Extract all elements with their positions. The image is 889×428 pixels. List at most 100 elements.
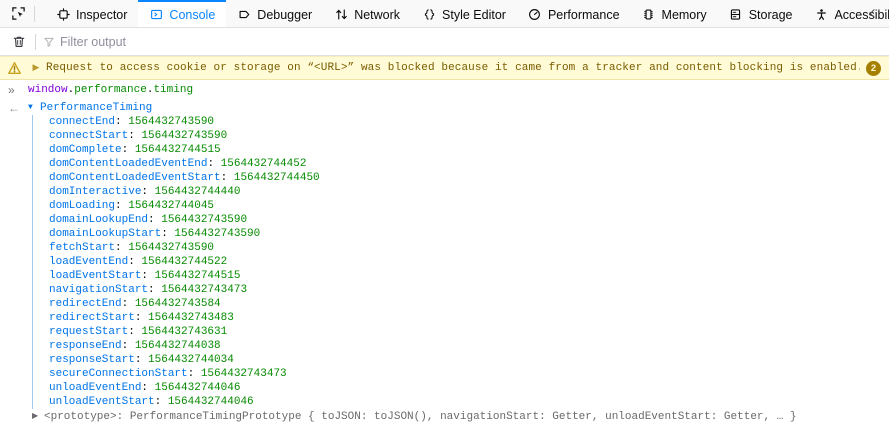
- object-type-name: PerformanceTiming: [40, 102, 153, 114]
- property-row[interactable]: domContentLoadedEventEnd: 1564432744452: [49, 157, 881, 171]
- property-row[interactable]: domComplete: 1564432744515: [49, 143, 881, 157]
- console-message-result[interactable]: ← ▼ PerformanceTiming connectEnd: 156443…: [0, 99, 889, 428]
- property-row[interactable]: domainLookupEnd: 1564432743590: [49, 213, 881, 227]
- property-value: 1564432744046: [167, 396, 254, 408]
- tab-label: Storage: [748, 7, 793, 22]
- console-message-input[interactable]: » window.performance.timing: [0, 80, 889, 99]
- property-separator: :: [115, 116, 129, 128]
- property-row[interactable]: responseEnd: 1564432744038: [49, 339, 881, 353]
- property-row[interactable]: fetchStart: 1564432743590: [49, 241, 881, 255]
- property-value: 1564432743473: [161, 284, 248, 296]
- tab-network[interactable]: Network: [323, 0, 411, 27]
- filter-input[interactable]: [60, 34, 300, 49]
- property-row[interactable]: requestStart: 1564432743631: [49, 325, 881, 339]
- property-key: loadEventEnd: [49, 256, 129, 268]
- console-output: ▶ Request to access cookie or storage on…: [0, 56, 889, 428]
- property-value: 1564432743631: [141, 326, 228, 338]
- tab-label: Inspector: [76, 7, 128, 22]
- property-separator: :: [148, 214, 162, 226]
- property-row[interactable]: unloadEventEnd: 1564432744046: [49, 381, 881, 395]
- property-key: redirectEnd: [49, 298, 122, 310]
- property-separator: :: [141, 270, 155, 282]
- tab-console[interactable]: Console: [138, 0, 227, 27]
- property-key: secureConnectionStart: [49, 368, 188, 380]
- trash-icon: [13, 36, 25, 47]
- tab-label: Style Editor: [442, 7, 506, 22]
- property-row[interactable]: connectStart: 1564432743590: [49, 129, 881, 143]
- property-value: 1564432744522: [141, 256, 228, 268]
- property-key: fetchStart: [49, 242, 116, 254]
- property-separator: :: [134, 354, 149, 366]
- style-editor-icon: [422, 8, 436, 22]
- clear-console-button[interactable]: [8, 31, 30, 53]
- property-row[interactable]: loadEventStart: 1564432744515: [49, 269, 881, 283]
- prototype-row[interactable]: ▶ <prototype>: PerformanceTimingPrototyp…: [32, 409, 881, 424]
- property-separator: :: [128, 130, 142, 142]
- property-row[interactable]: loadEventEnd: 1564432744522: [49, 255, 881, 269]
- tab-style-editor[interactable]: Style Editor: [411, 0, 517, 27]
- memory-icon: [642, 8, 656, 22]
- property-key: domComplete: [49, 144, 122, 156]
- property-separator: :: [207, 158, 221, 170]
- element-picker-button[interactable]: [6, 2, 30, 26]
- property-separator: :: [121, 340, 135, 352]
- property-row[interactable]: domContentLoadedEventStart: 156443274445…: [49, 171, 881, 185]
- object-header-row[interactable]: ▼ PerformanceTiming: [28, 101, 881, 115]
- property-separator: :: [115, 200, 129, 212]
- property-row[interactable]: domInteractive: 1564432744440: [49, 185, 881, 199]
- property-row[interactable]: unloadEventStart: 1564432744046: [49, 395, 881, 409]
- property-separator: :: [121, 144, 135, 156]
- tab-inspector[interactable]: Inspector: [45, 0, 138, 27]
- property-value: 1564432744046: [154, 382, 241, 394]
- property-value: 1564432744515: [154, 270, 241, 282]
- tab-debugger[interactable]: Debugger: [226, 0, 323, 27]
- filter-field-wrapper[interactable]: [43, 34, 881, 49]
- property-row[interactable]: redirectEnd: 1564432743584: [49, 297, 881, 311]
- tab-memory[interactable]: Memory: [631, 0, 718, 27]
- funnel-icon: [44, 37, 54, 47]
- property-value: 1564432743590: [128, 116, 215, 128]
- chevron-left-icon[interactable]: [863, 4, 881, 24]
- tab-performance[interactable]: Performance: [517, 0, 631, 27]
- property-key: redirectStart: [49, 312, 135, 324]
- property-key: domainLookupStart: [49, 228, 162, 240]
- tab-label: Debugger: [257, 7, 313, 22]
- accessibility-icon: [814, 8, 828, 22]
- console-message-warning[interactable]: ▶ Request to access cookie or storage on…: [0, 56, 889, 80]
- property-key: responseEnd: [49, 340, 122, 352]
- property-row[interactable]: redirectStart: 1564432743483: [49, 311, 881, 325]
- tab-storage[interactable]: Storage: [718, 0, 804, 27]
- property-separator: :: [141, 382, 155, 394]
- toolbar-right-group: [863, 0, 889, 27]
- property-row[interactable]: responseStart: 1564432744034: [49, 353, 881, 367]
- property-separator: :: [187, 368, 201, 380]
- property-value: 1564432743473: [200, 368, 287, 380]
- inspector-icon: [56, 8, 70, 22]
- property-key: unloadEventStart: [49, 396, 155, 408]
- property-key: connectEnd: [49, 116, 116, 128]
- tab-label: Console: [169, 7, 216, 22]
- prototype-expand-triangle-icon[interactable]: ▶: [32, 411, 39, 421]
- toolbar-left-group: [0, 0, 45, 27]
- property-value: 1564432743590: [141, 130, 228, 142]
- property-key: domContentLoadedEventEnd: [49, 158, 208, 170]
- property-separator: :: [141, 186, 155, 198]
- property-separator: :: [148, 284, 162, 296]
- property-key: unloadEventEnd: [49, 382, 142, 394]
- property-row[interactable]: connectEnd: 1564432743590: [49, 115, 881, 129]
- tab-label: Network: [354, 7, 401, 22]
- devtools-toolbar: Inspector Console Debugger: [0, 0, 889, 28]
- property-value: 1564432743584: [134, 298, 221, 310]
- property-row[interactable]: secureConnectionStart: 1564432743473: [49, 367, 881, 381]
- property-row[interactable]: domLoading: 1564432744045: [49, 199, 881, 213]
- property-row[interactable]: domainLookupStart: 1564432743590: [49, 227, 881, 241]
- property-key: domainLookupEnd: [49, 214, 149, 226]
- expand-triangle-icon[interactable]: ▼: [28, 103, 33, 112]
- property-value: 1564432744034: [148, 354, 234, 366]
- tab-accessibility[interactable]: Accessibility: [803, 0, 889, 27]
- property-row[interactable]: navigationStart: 1564432743473: [49, 283, 881, 297]
- property-separator: :: [161, 228, 175, 240]
- console-icon: [149, 8, 163, 22]
- tab-label: Performance: [547, 7, 620, 22]
- warning-expand-triangle-icon[interactable]: ▶: [32, 62, 40, 73]
